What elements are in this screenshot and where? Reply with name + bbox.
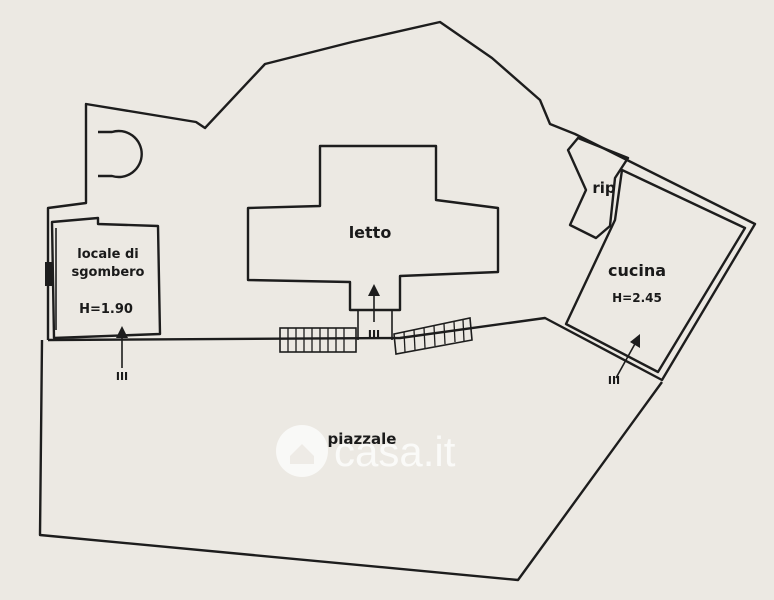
home-icon xyxy=(276,425,328,477)
rip-room xyxy=(566,136,630,240)
piazzale-label: piazzale xyxy=(328,430,397,448)
cucina-room xyxy=(564,168,747,374)
letto-room xyxy=(246,144,500,312)
entrance-arrow-cucina xyxy=(615,334,640,379)
circular-niche xyxy=(98,129,143,179)
entrance-mark-cucina: III xyxy=(608,374,620,387)
outer-boundary-wall xyxy=(46,20,757,382)
letto-entry-passage xyxy=(357,310,393,340)
locale-label-line2: sgombero xyxy=(72,265,145,280)
watermark-text: casa.it xyxy=(334,428,456,475)
locale-height-label: H=1.90 xyxy=(79,302,133,317)
rip-label: rip xyxy=(592,179,616,197)
cucina-height-label: H=2.45 xyxy=(612,291,662,305)
watermark: casa.it xyxy=(276,425,456,477)
stairs-right xyxy=(393,317,473,355)
locale-sgombero-room xyxy=(50,216,162,340)
piazzale-boundary xyxy=(38,339,663,582)
entrance-arrow-letto xyxy=(368,284,380,322)
entrance-mark-letto: III xyxy=(368,328,380,341)
entrance-arrow-locale xyxy=(116,326,128,368)
cucina-label: cucina xyxy=(608,261,666,280)
stairs-left xyxy=(279,327,357,353)
letto-label: letto xyxy=(349,223,392,242)
entrance-mark-locale: III xyxy=(116,370,128,383)
window-marker xyxy=(45,262,52,286)
locale-label-line1: locale di xyxy=(77,247,138,262)
